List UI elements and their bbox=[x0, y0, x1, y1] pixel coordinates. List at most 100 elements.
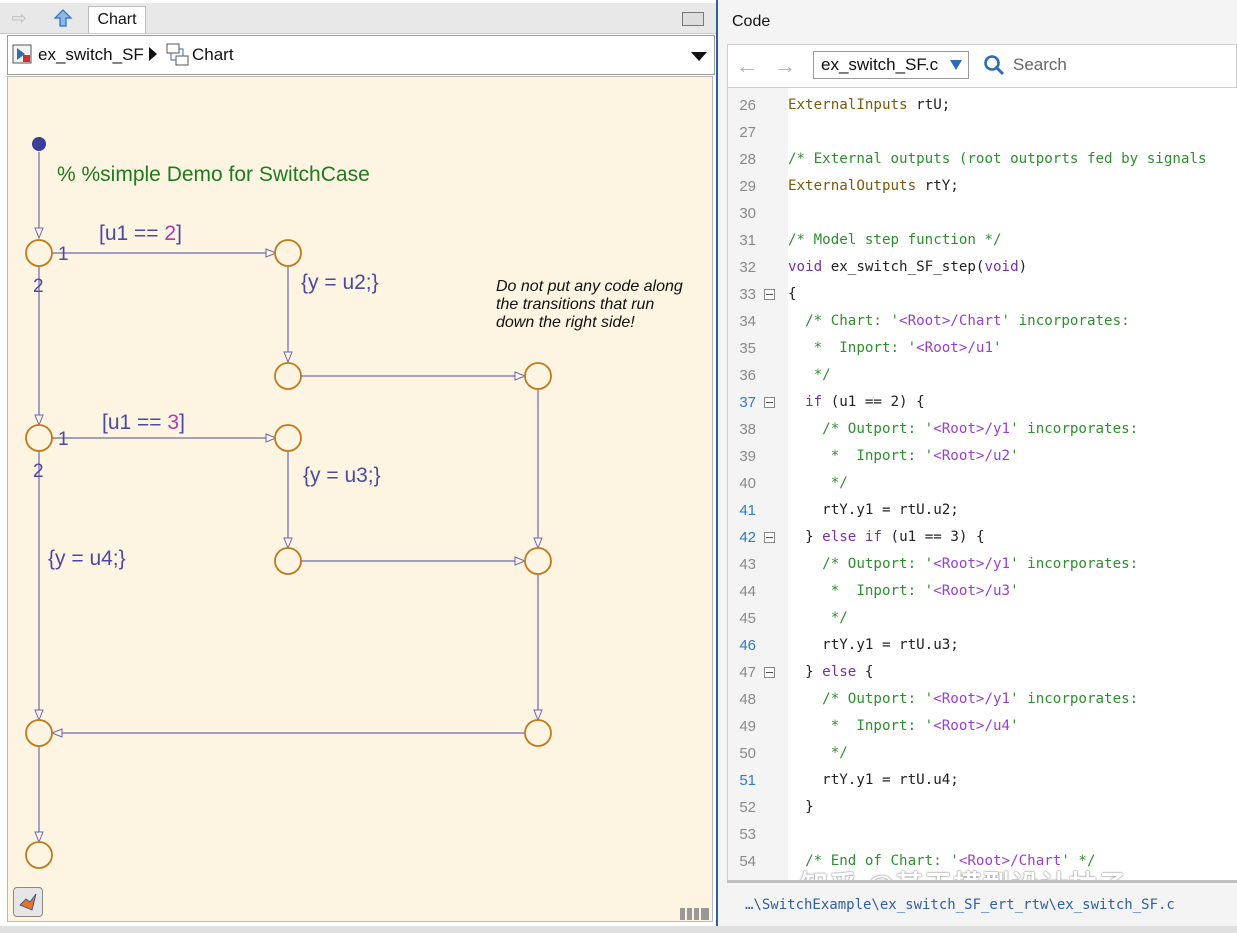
junction[interactable] bbox=[25, 424, 53, 452]
line-number: 49 bbox=[739, 718, 756, 735]
line-number[interactable]: 42 bbox=[739, 529, 756, 546]
annotation-note[interactable]: Do not put any code along the transition… bbox=[496, 278, 683, 331]
code-text: */ bbox=[788, 475, 848, 491]
line-number: 43 bbox=[739, 556, 756, 573]
status-bar: …\SwitchExample\ex_switch_SF_ert_rtw\ex_… bbox=[727, 880, 1237, 926]
action-label-3[interactable]: {y = u4;} bbox=[48, 547, 126, 570]
code-line: 34 /* Chart: '<Root>/Chart' incorporates… bbox=[728, 308, 1237, 335]
code-line: 42 } else if (u1 == 3) { bbox=[728, 524, 1237, 551]
chart-canvas[interactable]: % %simple Demo for SwitchCase [u1 == 2] … bbox=[7, 76, 713, 922]
code-text: */ bbox=[788, 745, 848, 761]
code-text: /* Model step function */ bbox=[788, 232, 1002, 248]
fold-toggle-icon[interactable] bbox=[764, 397, 775, 408]
line-number[interactable]: 46 bbox=[739, 637, 756, 654]
junction[interactable] bbox=[274, 362, 302, 390]
line-number: 36 bbox=[739, 367, 756, 384]
line-number: 44 bbox=[739, 583, 756, 600]
code-text: if (u1 == 2) { bbox=[805, 394, 925, 410]
code-line: 54 /* End of Chart: '<Root>/Chart' */ bbox=[728, 848, 1237, 875]
breadcrumb-model[interactable]: ex_switch_SF bbox=[38, 45, 144, 64]
line-number: 50 bbox=[739, 745, 756, 762]
code-line: 31/* Model step function */ bbox=[728, 227, 1237, 254]
keyboard-icon[interactable] bbox=[682, 12, 704, 26]
code-text: } else { bbox=[788, 664, 874, 680]
line-number: 34 bbox=[739, 313, 756, 330]
code-text: /* Chart: '<Root>/Chart' incorporates: bbox=[788, 313, 1130, 329]
line-number[interactable]: 51 bbox=[739, 772, 756, 789]
junction[interactable] bbox=[274, 239, 302, 267]
fold-toggle-icon[interactable] bbox=[764, 532, 775, 543]
junction[interactable] bbox=[274, 424, 302, 452]
code-text: { bbox=[788, 286, 797, 302]
line-number: 39 bbox=[739, 448, 756, 465]
watermark: 知乎 @基于模型设计柚子 bbox=[800, 864, 1127, 880]
junction[interactable] bbox=[524, 547, 552, 575]
line-number: 40 bbox=[739, 475, 756, 492]
code-text: /* End of Chart: '<Root>/Chart' */ bbox=[788, 853, 1096, 869]
code-panel-title: Code bbox=[732, 13, 771, 30]
junctions bbox=[25, 239, 552, 869]
breadcrumb: ex_switch_SF Chart bbox=[7, 35, 715, 75]
condition-label-1[interactable]: [u1 == 2] bbox=[99, 222, 182, 245]
code-line: 27 bbox=[728, 119, 1237, 146]
code-line: 26 ExternalInputs rtU; bbox=[728, 92, 1237, 119]
junction[interactable] bbox=[25, 841, 53, 869]
code-text: /* Outport: '<Root>/y1' incorporates: bbox=[788, 421, 1139, 437]
code-line: 48 /* Outport: '<Root>/y1' incorporates: bbox=[728, 686, 1237, 713]
code-text: rtY.y1 = rtU.u4; bbox=[788, 772, 959, 788]
transitions bbox=[39, 152, 538, 841]
breadcrumb-chart[interactable]: Chart bbox=[192, 45, 234, 64]
code-text: ExternalInputs rtU; bbox=[788, 97, 951, 113]
file-select[interactable]: ex_switch_SF.c bbox=[813, 51, 969, 79]
back-arrow-icon[interactable]: ← bbox=[736, 53, 758, 78]
search-box[interactable] bbox=[983, 51, 1233, 79]
default-transition-dot bbox=[32, 137, 46, 151]
matlab-logo-button[interactable] bbox=[13, 887, 43, 917]
code-text: * Inport: '<Root>/u2' bbox=[788, 448, 1019, 464]
search-input[interactable] bbox=[1011, 54, 1215, 76]
execution-order-label: 1 bbox=[58, 244, 69, 265]
chevron-down-icon[interactable] bbox=[691, 49, 707, 67]
execution-order-label: 2 bbox=[33, 461, 44, 482]
junction[interactable] bbox=[524, 719, 552, 747]
junction[interactable] bbox=[524, 362, 552, 390]
condition-label-2[interactable]: [u1 == 3] bbox=[102, 411, 185, 434]
junction[interactable] bbox=[25, 239, 53, 267]
code-view-panel: Code ← → ex_switch_SF.c 26 ExternalInputs… bbox=[718, 0, 1237, 926]
code-text: * Inport: '<Root>/u3' bbox=[788, 583, 1019, 599]
forward-arrow-icon[interactable]: ⇨ bbox=[11, 7, 27, 28]
chevron-down-icon bbox=[950, 60, 962, 70]
action-label-2[interactable]: {y = u3;} bbox=[303, 464, 381, 487]
junction[interactable] bbox=[25, 719, 53, 747]
line-number: 26 bbox=[739, 97, 756, 114]
chart-comment: % %simple Demo for SwitchCase bbox=[57, 163, 370, 186]
line-number[interactable]: 41 bbox=[739, 502, 756, 519]
code-line: 36 */ bbox=[728, 362, 1237, 389]
fold-toggle-icon[interactable] bbox=[764, 667, 775, 678]
up-to-parent-icon[interactable] bbox=[50, 7, 76, 29]
svg-text:down the right side!: down the right side! bbox=[496, 314, 635, 331]
resize-grip-icon[interactable] bbox=[680, 907, 710, 920]
code-text: */ bbox=[788, 367, 831, 383]
code-line: 40 */ bbox=[728, 470, 1237, 497]
code-text: /* Outport: '<Root>/y1' incorporates: bbox=[788, 556, 1139, 572]
code-line: 35 * Inport: '<Root>/u1' bbox=[728, 335, 1237, 362]
execution-order-label: 2 bbox=[33, 276, 44, 297]
code-line: 43 /* Outport: '<Root>/y1' incorporates: bbox=[728, 551, 1237, 578]
action-label-1[interactable]: {y = u2;} bbox=[301, 271, 379, 294]
file-path[interactable]: …\SwitchExample\ex_switch_SF_ert_rtw\ex_… bbox=[745, 897, 1175, 913]
code-text: } bbox=[788, 799, 814, 815]
fold-toggle-icon[interactable] bbox=[764, 289, 775, 300]
line-number: 54 bbox=[739, 853, 756, 870]
code-text: ExternalOutputs rtY; bbox=[788, 178, 959, 194]
forward-arrow-icon[interactable]: → bbox=[774, 53, 796, 78]
tab-chart[interactable]: Chart bbox=[88, 6, 146, 33]
code-line: 28/* External outputs (root outports fed… bbox=[728, 146, 1237, 173]
code-line: 39 * Inport: '<Root>/u2' bbox=[728, 443, 1237, 470]
file-select-value: ex_switch_SF.c bbox=[821, 55, 939, 74]
line-number[interactable]: 37 bbox=[739, 394, 756, 411]
code-line: 38 /* Outport: '<Root>/y1' incorporates: bbox=[728, 416, 1237, 443]
code-line: 51 rtY.y1 = rtU.u4; bbox=[728, 767, 1237, 794]
junction[interactable] bbox=[274, 547, 302, 575]
